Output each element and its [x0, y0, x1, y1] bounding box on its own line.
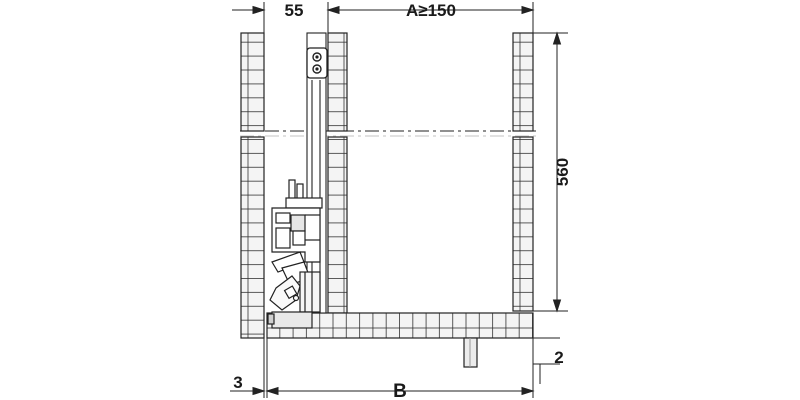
dimension-label-55: 55 — [285, 1, 304, 20]
dimension-label-3: 3 — [233, 373, 242, 392]
dimension-label-b: B — [393, 381, 407, 400]
dimension-label-a: A≥150 — [406, 1, 456, 20]
dimension-lines — [230, 2, 568, 398]
dimension-label-2: 2 — [554, 348, 563, 367]
bottom-knob — [463, 337, 478, 368]
drawer-right-panel — [512, 32, 534, 312]
drawer-side-panel — [327, 32, 348, 314]
locking-mechanism — [267, 179, 323, 329]
cabinet-side-panel — [240, 32, 265, 339]
dimension-label-560: 560 — [553, 158, 572, 186]
rail-mounting-bracket — [306, 47, 328, 79]
